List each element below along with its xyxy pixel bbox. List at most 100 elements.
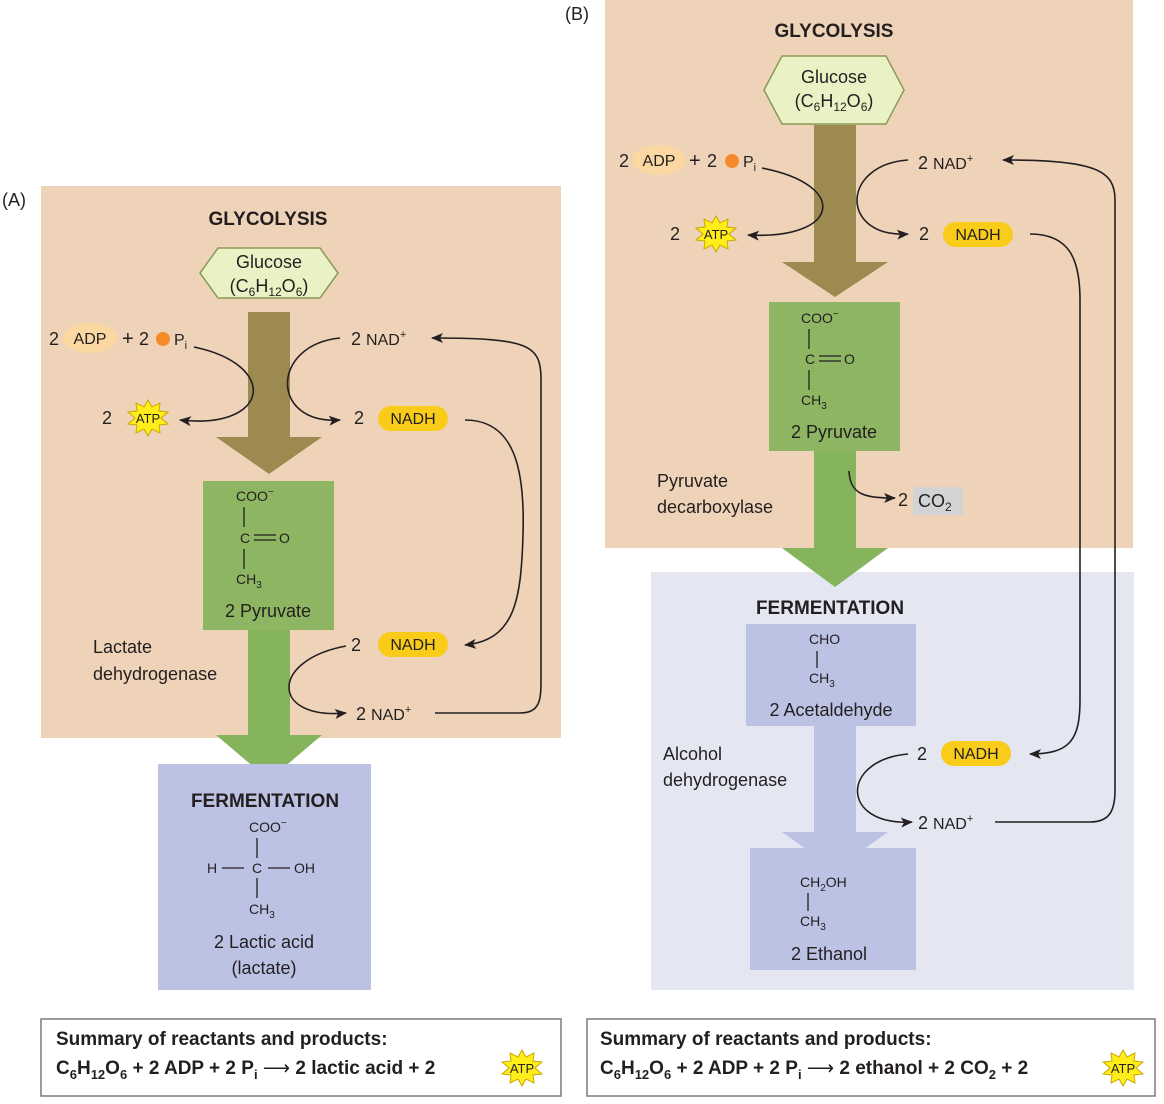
acetaldehyde-cho-b: CHO	[809, 631, 840, 647]
summary-equation-b: C6H12O6 + 2 ADP + 2 Pi ⟶ 2 ethanol + 2 C…	[600, 1058, 1028, 1082]
adp-coef-a: 2	[49, 329, 59, 349]
acetaldehyde-box-b	[746, 624, 916, 726]
nad-return-arrow-a	[431, 333, 542, 714]
enzyme-line1-b: Alcohol	[663, 744, 722, 764]
atp-starburst-icon	[126, 398, 170, 438]
decarb-line2-b: decarboxylase	[657, 497, 773, 517]
co2-label-b: CO2	[918, 491, 952, 514]
nadh-bottom-label-a: NADH	[390, 637, 435, 654]
atp-starburst-icon	[500, 1048, 544, 1088]
pyruvate-ch3-a: CH3	[236, 571, 262, 591]
glucose-hexagon-a	[199, 247, 339, 299]
phosphate-dot-icon	[156, 332, 170, 346]
pyruvate-coo-b: COO−	[801, 309, 839, 326]
nadh-transfer-arrow-b	[1029, 233, 1081, 759]
enzyme-line2-b: dehydrogenase	[663, 770, 787, 790]
nadh-bottom-coef-a: 2	[351, 635, 361, 655]
atp-label-b: ATP	[704, 227, 728, 242]
lactate-coo-a: COO−	[249, 818, 287, 835]
pyruvate-o-a: O	[279, 530, 290, 546]
summary-box-a	[40, 1018, 562, 1097]
nadh-top-label-a: NADH	[390, 411, 435, 428]
adp-pill-b	[632, 145, 686, 175]
fermentation-title-b: FERMENTATION	[756, 598, 904, 619]
fermentation-flow-arrow-a	[216, 630, 322, 780]
panel-b-label: (B)	[565, 4, 589, 24]
nadh-top-pill-a	[378, 406, 448, 431]
atp-starburst-icon	[1101, 1048, 1145, 1088]
lactate-oh-a: OH	[294, 860, 315, 876]
glycolysis-flow-arrow-a	[216, 312, 322, 474]
nad-cycle-arrow-b	[856, 159, 909, 240]
pi-coef-a: 2	[139, 329, 149, 349]
glycolysis-title-a: GLYCOLYSIS	[209, 209, 328, 230]
atp-coef-b: 2	[670, 224, 680, 244]
co2-box-b	[913, 487, 963, 515]
ethanol-flow-arrow-b	[782, 725, 888, 870]
summary-atp-label-b: ATP	[1111, 1061, 1135, 1076]
pyruvate-o-b: O	[844, 351, 855, 367]
nadh-top-label-b: NADH	[955, 227, 1000, 244]
atp-cycle-arrow-b	[747, 167, 824, 241]
plus-b: +	[689, 150, 701, 172]
pi-label-a: Pi	[174, 332, 187, 352]
summary-atp-label-a: ATP	[510, 1061, 534, 1076]
pyruvate-ch3-b: CH3	[801, 392, 827, 412]
pyruvate-coo-a: COO−	[236, 487, 274, 504]
acetaldehyde-ch3-b: CH3	[809, 670, 835, 690]
lactate-ch3-a: CH3	[249, 901, 275, 921]
glucose-label-b: Glucose	[801, 67, 867, 87]
lactate-name2-a: (lactate)	[231, 958, 296, 978]
panel-b: (B) GLYCOLYSIS Glucose (C6H12O6) 2 ADP +…	[565, 0, 1156, 1097]
nad-cycle-arrow-a	[286, 337, 341, 426]
enzyme-line1-a: Lactate	[93, 637, 152, 657]
acetaldehyde-name-b: 2 Acetaldehyde	[769, 700, 892, 720]
summary-title-b: Summary of reactants and products:	[600, 1029, 932, 1050]
nadh-top-pill-b	[943, 222, 1013, 247]
nadh-transfer-arrow-a	[464, 419, 525, 649]
nadh-bottom-pill-a	[378, 632, 448, 657]
atp-label-a: ATP	[136, 411, 160, 426]
pyruvate-name-b: 2 Pyruvate	[791, 422, 877, 442]
nad-top-b: 2 NAD+	[918, 153, 973, 173]
nad-top-a: 2 NAD+	[351, 329, 406, 349]
nadh-bottom-label-b: NADH	[953, 746, 998, 763]
enzyme-line2-a: dehydrogenase	[93, 664, 217, 684]
pyruvate-name-a: 2 Pyruvate	[225, 601, 311, 621]
glycolysis-flow-arrow-b	[782, 125, 888, 297]
fermentation-title-a: FERMENTATION	[191, 791, 339, 812]
pi-label-b: Pi	[743, 154, 756, 174]
decarb-line1-b: Pyruvate	[657, 471, 728, 491]
lactate-name1-a: 2 Lactic acid	[214, 932, 314, 952]
phosphate-dot-icon	[725, 154, 739, 168]
glucose-formula-b: (C6H12O6)	[795, 91, 874, 114]
ethanol-name-b: 2 Ethanol	[791, 944, 867, 964]
atp-cycle-arrow-a	[179, 346, 254, 427]
nadh-bottom-coef-b: 2	[917, 744, 927, 764]
nadh-top-coef-b: 2	[919, 224, 929, 244]
ethanol-ch2oh-b: CH2OH	[800, 874, 847, 894]
glucose-label-a: Glucose	[236, 252, 302, 272]
pi-coef-b: 2	[707, 151, 717, 171]
glucose-formula-a: (C6H12O6)	[230, 276, 309, 299]
summary-box-b	[586, 1018, 1156, 1097]
atp-coef-a: 2	[102, 408, 112, 428]
nad-bottom-b: 2 NAD+	[918, 813, 973, 833]
pyruvate-box-a	[203, 481, 334, 630]
adp-label-b: ADP	[643, 153, 676, 170]
summary-equation-a: C6H12O6 + 2 ADP + 2 Pi ⟶ 2 lactic acid +…	[56, 1058, 435, 1082]
glucose-hexagon-b	[763, 55, 905, 125]
adp-pill-a	[63, 323, 117, 353]
nad-return-arrow-b	[995, 155, 1116, 823]
pyruvate-c-b: C	[805, 351, 815, 367]
plus-a: +	[122, 328, 134, 350]
atp-starburst-icon	[694, 214, 738, 254]
glycolysis-title-b: GLYCOLYSIS	[775, 21, 894, 42]
nadh-top-coef-a: 2	[354, 408, 364, 428]
nad-bottom-a: 2 NAD+	[356, 704, 411, 724]
nadh-oxidation-arrow-b	[856, 753, 913, 828]
co2-release-arrow-b	[848, 470, 896, 503]
lactate-h-a: H	[207, 860, 217, 876]
pyruvate-c-a: C	[240, 530, 250, 546]
